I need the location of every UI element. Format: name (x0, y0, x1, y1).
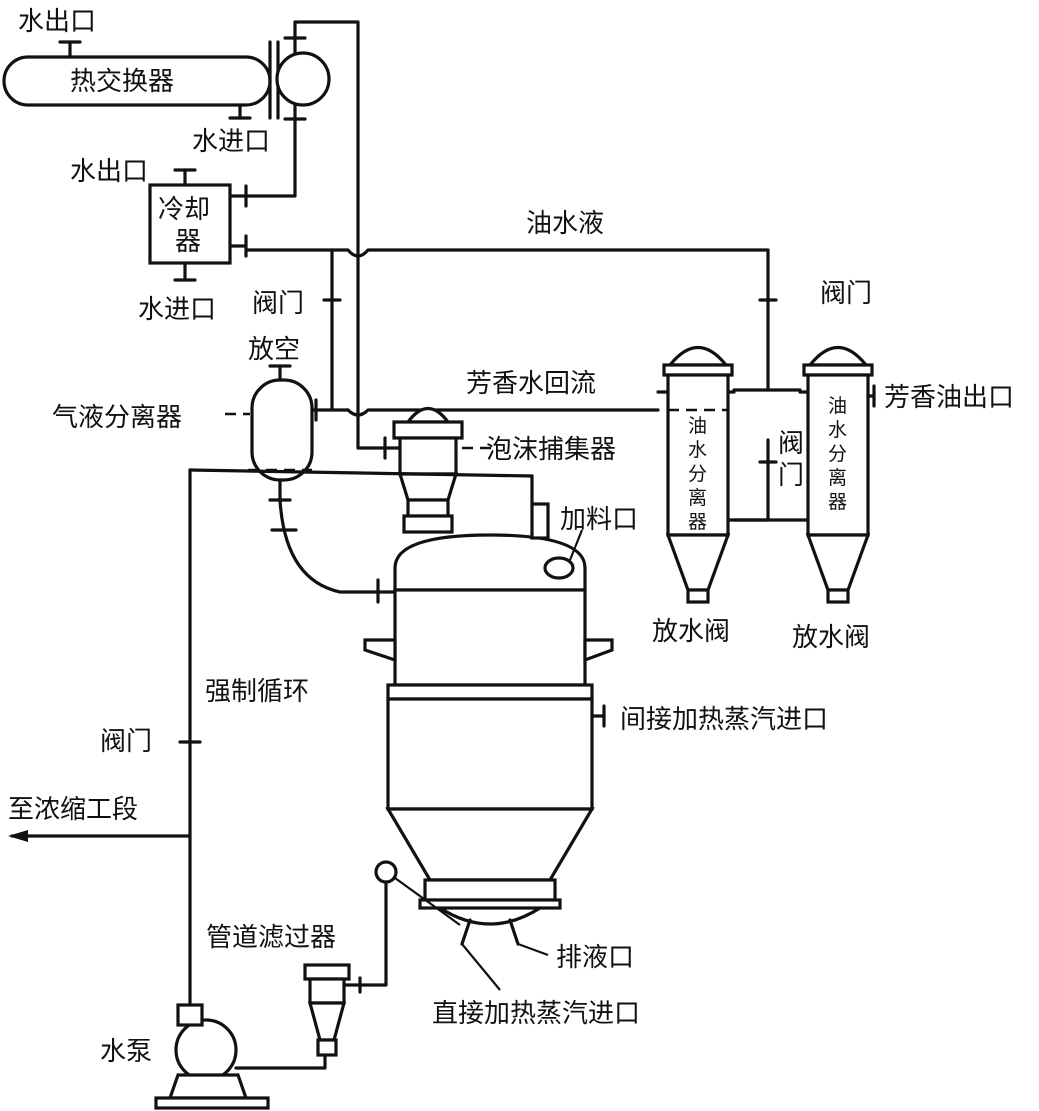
label-feed-port: 加料口 (560, 505, 638, 535)
label-forced-circulation: 强制循环 (205, 677, 309, 707)
foam-catcher (383, 406, 492, 534)
label-oil-water-liquid: 油水液 (526, 209, 604, 239)
label-ows-left-2: 水 (688, 439, 707, 461)
label-valve-top: 阀门 (252, 289, 304, 319)
label-ows-right-1: 油 (828, 395, 847, 417)
label-discharge-port: 排液口 (556, 943, 634, 973)
label-pipe-filter: 管道滤过器 (206, 923, 336, 953)
label-gas-liquid-separator: 气液分离器 (52, 403, 182, 433)
label-valve-between-2: 门 (778, 461, 804, 491)
label-drain-valve-2: 放水阀 (792, 623, 870, 653)
label-vent: 放空 (248, 335, 300, 365)
label-cooler-line1: 冷却 (158, 195, 210, 225)
label-direct-steam-inlet: 直接加热蒸汽进口 (432, 999, 640, 1029)
label-ows-right-4: 离 (828, 467, 847, 489)
label-aromatic-oil-outlet: 芳香油出口 (884, 383, 1014, 413)
label-ows-left-5: 器 (688, 511, 707, 533)
label-ows-right-3: 分 (828, 443, 847, 465)
label-water-in-2: 水进口 (138, 295, 216, 325)
extraction-tank (188, 468, 614, 946)
label-water-in-1: 水进口 (192, 127, 270, 157)
label-water-out-1: 水出口 (18, 7, 96, 37)
label-water-out-2: 水出口 (70, 157, 148, 187)
label-indirect-steam-inlet: 间接加热蒸汽进口 (620, 705, 828, 735)
circulation-loop (8, 468, 549, 1110)
label-drain-valve-1: 放水阀 (652, 617, 730, 647)
label-cooler-line2: 器 (175, 227, 201, 257)
label-ows-right-2: 水 (828, 419, 847, 441)
diagram-labels: 水出口 热交换器 水进口 水出口 冷却 器 水进口 油水液 阀门 阀门 放空 气… (8, 7, 1014, 1067)
oil-water-separator-right (798, 346, 876, 604)
gas-liquid-separator (225, 364, 318, 502)
cooler (148, 168, 248, 282)
label-ows-left-3: 分 (688, 463, 707, 485)
label-water-pump: 水泵 (100, 1037, 152, 1067)
label-ows-right-5: 器 (828, 491, 847, 513)
label-to-concentration: 至浓缩工段 (8, 795, 138, 825)
label-ows-left-1: 油 (688, 415, 707, 437)
oil-water-separator-left (656, 346, 736, 604)
label-heat-exchanger: 热交换器 (70, 67, 174, 97)
label-valve-right: 阀门 (820, 279, 872, 309)
upper-piping (244, 20, 802, 522)
heat-exchanger (2, 33, 331, 124)
label-foam-catcher: 泡沫捕集器 (486, 435, 616, 465)
label-ows-left-4: 离 (688, 487, 707, 509)
label-aromatic-water-reflux: 芳香水回流 (466, 369, 596, 399)
label-valve-between-1: 阀 (778, 429, 804, 459)
label-valve-left: 阀门 (100, 727, 152, 757)
